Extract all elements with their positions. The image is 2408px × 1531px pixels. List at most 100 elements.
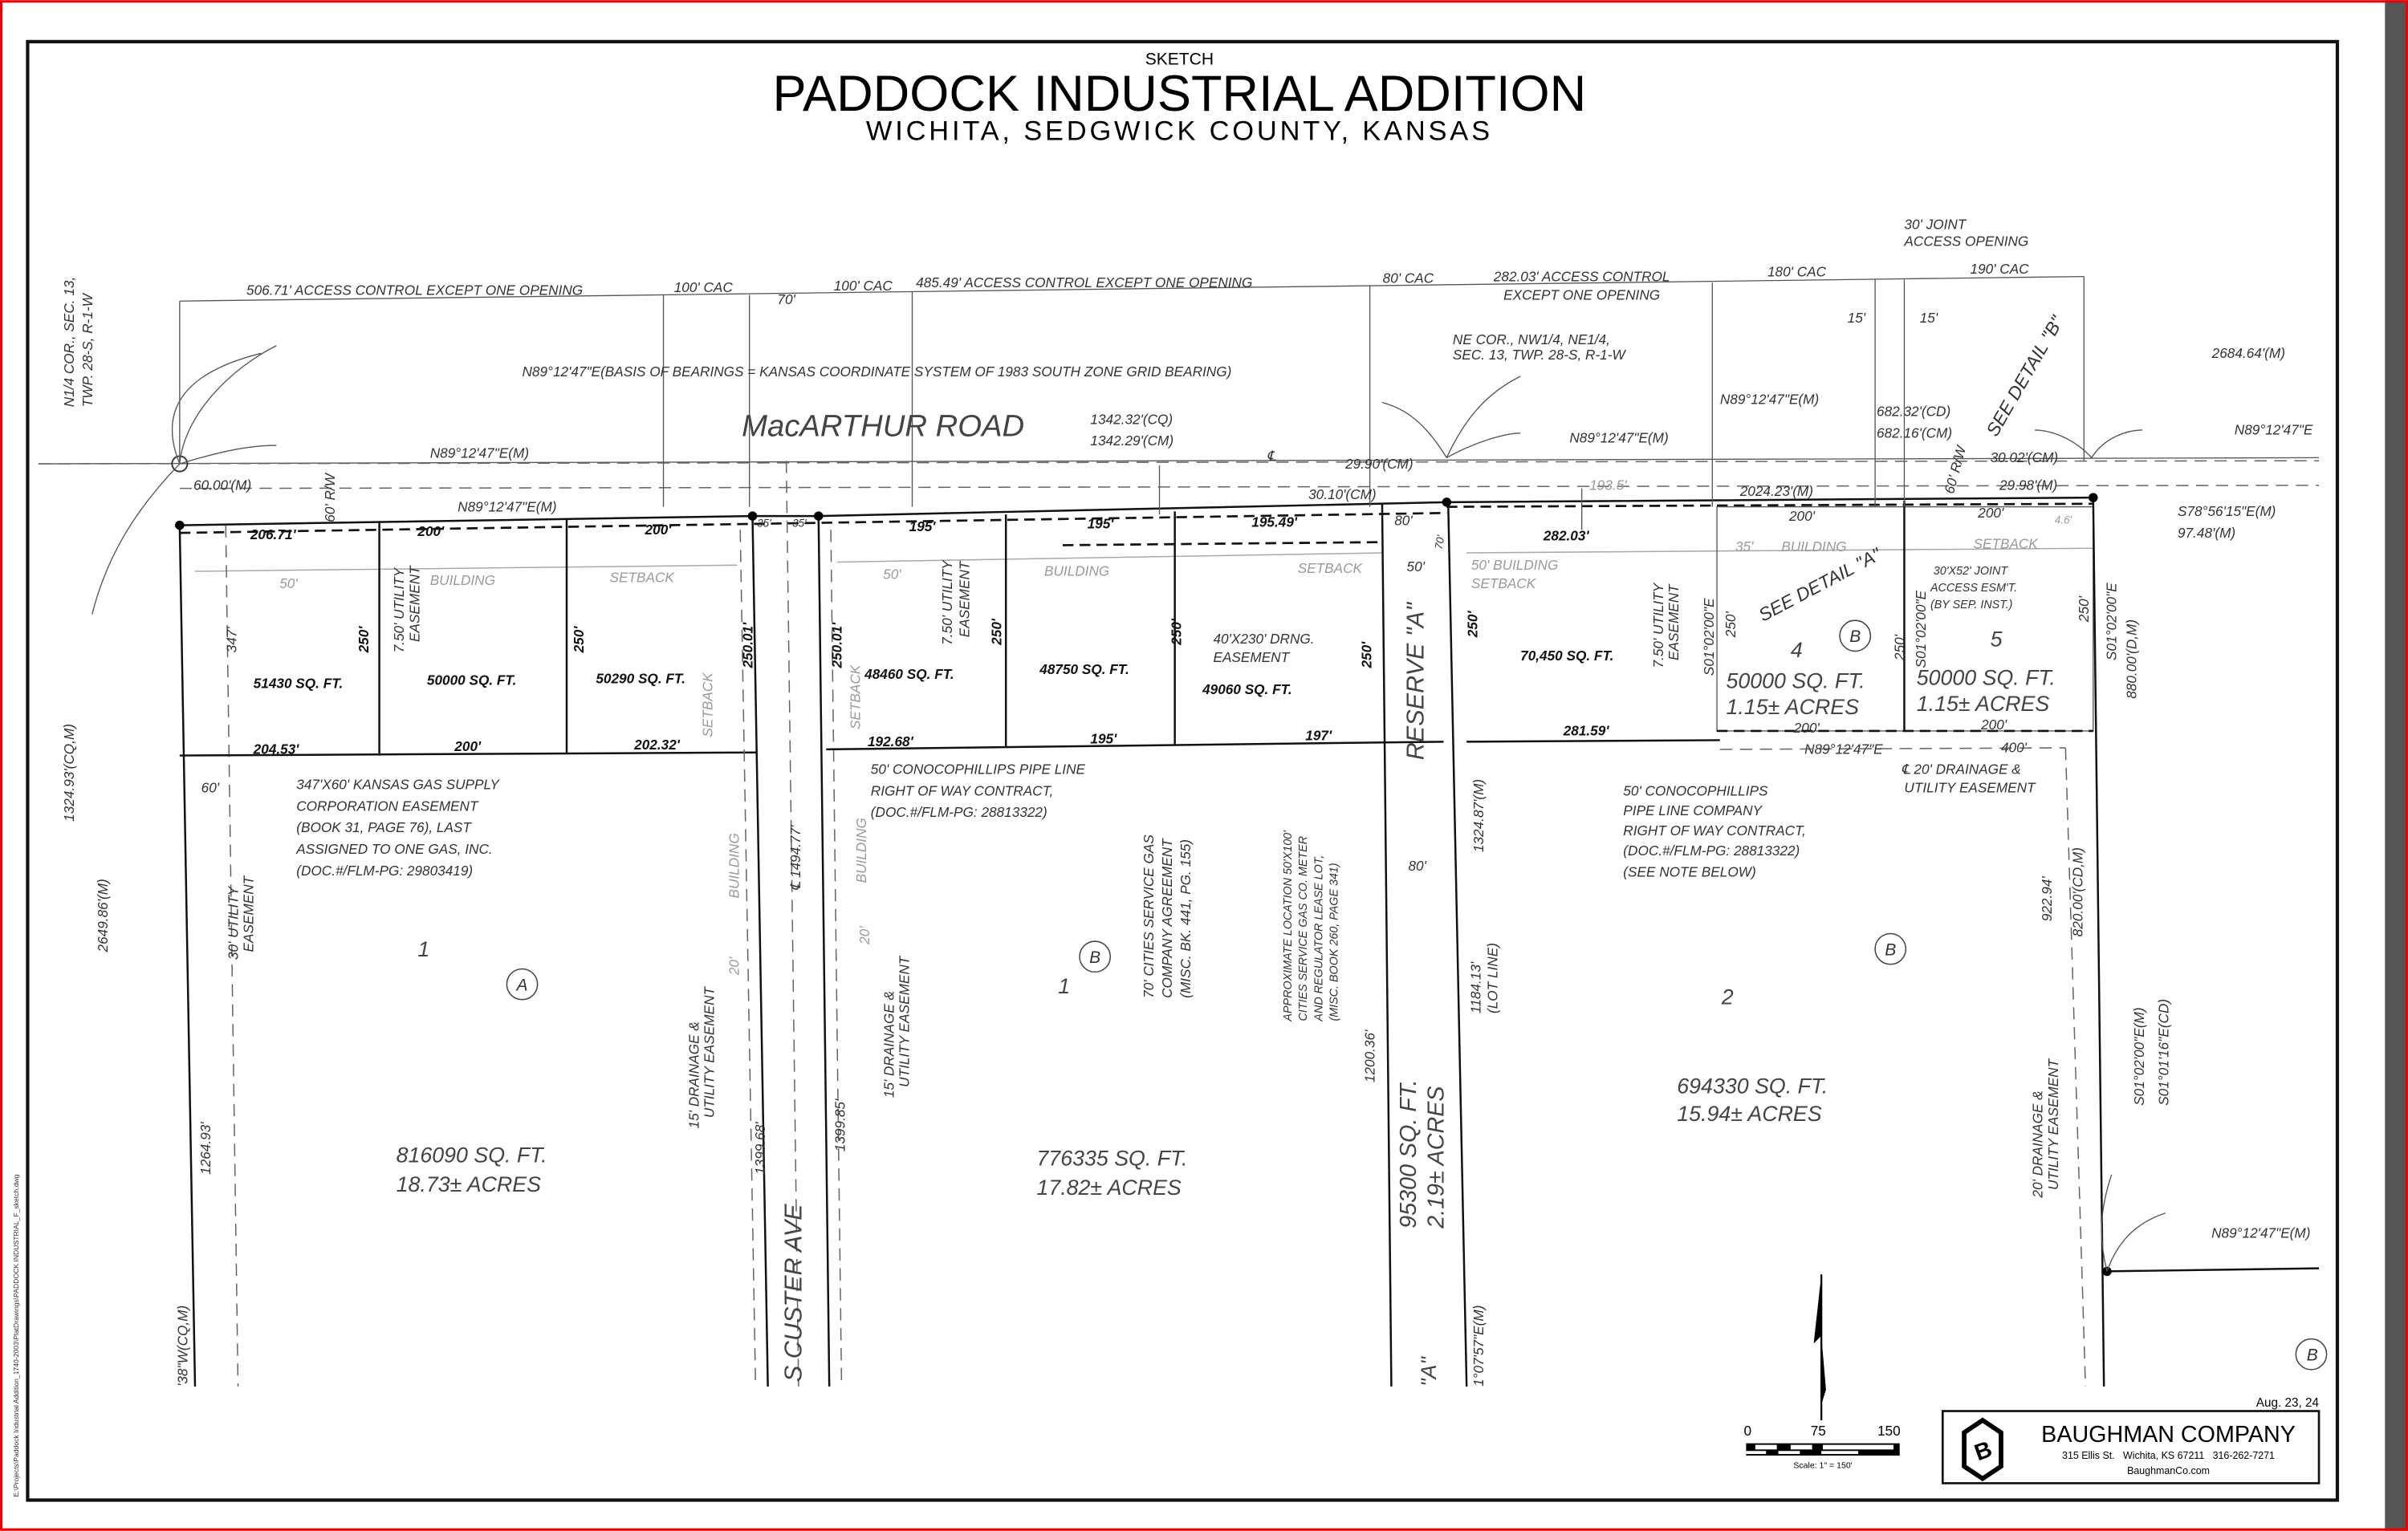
dim-label: 195.49'	[1251, 514, 1298, 530]
dim-label: 682.16'(CM)	[1877, 425, 1952, 441]
note-line: APPROXIMATE LOCATION 50'X100'	[1282, 830, 1295, 1022]
road-length: 1342.29'(CM)	[1090, 432, 1173, 449]
bearing-label: N89°12'47"E(M)	[2211, 1224, 2310, 1241]
bearing-label: N89°12'47"E	[1804, 741, 1883, 757]
setback-label: BUILDING	[726, 833, 742, 898]
basis-of-bearings: N89°12'47"E(BASIS OF BEARINGS = KANSAS C…	[523, 363, 1232, 380]
dim-label: 1184.13'	[1467, 961, 1483, 1013]
setback-label: SETBACK	[610, 569, 676, 585]
dim-label: 30' JOINT	[1904, 216, 1967, 232]
bearing-label: 1°07'57"E(M)	[1470, 1306, 1487, 1387]
block-letter: A	[515, 976, 527, 994]
lot-number: 5	[1991, 627, 2003, 652]
lot-number: 4	[1791, 638, 1803, 662]
dim-label: 200'	[1980, 717, 2007, 733]
scale-label: Scale: 1" = 150'	[1793, 1460, 1852, 1470]
dim-label: EXCEPT ONE OPENING	[1503, 286, 1660, 303]
dim-label: 682.32'(CD)	[1877, 404, 1950, 420]
dim-label: 202.32'	[633, 737, 681, 753]
dim-label: 281.59'	[1563, 723, 1610, 739]
setback-label: SETBACK	[1974, 535, 2040, 551]
dim-label: 195'	[909, 518, 937, 534]
easement-label: 7.50' UTILITY	[939, 559, 955, 645]
note-line: 347'X60' KANSAS GAS SUPPLY	[296, 777, 500, 793]
dim-label: 4.6'	[2055, 514, 2072, 526]
viewer-scrollbar[interactable]	[2385, 0, 2408, 1531]
reserve-area: 95300 SQ. FT.	[1396, 1079, 1422, 1228]
dim-label: 180' CAC	[1767, 264, 1827, 280]
bearing-label: N89°12'47"E(M)	[1720, 391, 1819, 407]
dim-label: 282.03' ACCESS CONTROL	[1493, 268, 1670, 284]
dim-label: 70'	[777, 291, 795, 307]
dim-label: 195'	[1090, 730, 1117, 746]
road-name: MacARTHUR ROAD	[742, 409, 1024, 444]
depth-label: 20'	[726, 956, 742, 976]
depth-label: 250'	[571, 626, 587, 654]
dim-label: 80' CAC	[1383, 270, 1434, 286]
easement-label: 15' DRAINAGE &	[686, 1021, 702, 1128]
bearing-label: N89°12'47"E(M)	[1569, 429, 1668, 445]
easement-label: UTILITY EASEMENT	[1904, 779, 2036, 795]
company-website[interactable]: BaughmanCo.com	[2127, 1465, 2210, 1476]
dim-label: 200'	[417, 523, 445, 539]
dim-label: (LOT LINE)	[1484, 943, 1500, 1013]
dim-label: 820.00'(CD,M)	[2069, 847, 2085, 936]
centerline-symbol: ℄	[1267, 448, 1276, 464]
note-line: (BOOK 31, PAGE 76), LAST	[296, 819, 472, 835]
depth-label: 250'	[1168, 618, 1184, 646]
depth-label: 20'	[856, 926, 872, 945]
dim-label: 15'	[1920, 310, 1938, 326]
company-name: BAUGHMAN COMPANY	[2041, 1422, 2296, 1448]
easement-label: ACCESS ESM'T.	[1930, 582, 2017, 595]
plot-date: Aug. 23, 24	[2256, 1396, 2320, 1410]
note-line: 50' CONOCOPHILLIPS PIPE LINE	[871, 761, 1086, 778]
dim-label: 80'	[1408, 858, 1426, 874]
dim-label: 2649.86'(M)	[95, 879, 111, 952]
setback-label: SETBACK	[1471, 575, 1537, 591]
dim-label: ACCESS OPENING	[1903, 233, 2028, 249]
setback-label: SETBACK	[847, 664, 863, 729]
easement-label: EASEMENT	[1666, 583, 1682, 660]
bearing-label: N89°12'47"E(M)	[458, 498, 556, 514]
lot-acres: 17.82± ACRES	[1036, 1176, 1181, 1200]
easement-label: ℄ 20' DRAINAGE &	[1902, 761, 2021, 778]
lot-area: 49060 SQ. FT.	[1202, 681, 1292, 697]
dim-label: 100' CAC	[834, 278, 893, 294]
scale-tick: 0	[1744, 1423, 1752, 1439]
easement-label: EASEMENT	[1213, 649, 1290, 665]
bearing-label: S01°02'00"E	[1701, 598, 1717, 676]
lot-area: 776335 SQ. FT.	[1036, 1146, 1187, 1170]
depth-label: 250'	[1891, 634, 1907, 661]
easement-label: UTILITY EASEMENT	[2045, 1058, 2061, 1190]
dim-label: 190' CAC	[1971, 261, 2030, 277]
note-line: ASSIGNED TO ONE GAS, INC.	[295, 841, 492, 857]
depth-label: 250'	[1723, 611, 1739, 639]
dim-label: 880.00'(D,M)	[2123, 619, 2139, 699]
bearing-label: S01°01'16"E(CD)	[2156, 999, 2172, 1106]
easement-label: 7.50' UTILITY	[391, 567, 407, 652]
bearing-label: '38"W(CQ,M)	[174, 1306, 190, 1387]
reserve-acres: 2.19± ACRES	[1423, 1086, 1449, 1229]
note-line: PIPE LINE COMPANY	[1623, 802, 1763, 818]
bearing-label: S78°56'15"E(M)	[2178, 503, 2276, 519]
easement-label: 7.50' UTILITY	[1650, 582, 1666, 668]
setback-label: 35'	[1735, 538, 1754, 554]
dim-label: 1324.93'(CQ,M)	[61, 724, 77, 822]
depth-label: 60'	[201, 779, 220, 795]
dim-label: 197'	[1305, 727, 1332, 743]
bearing-label: 97.48'(M)	[2178, 525, 2235, 541]
note-line: 50' CONOCOPHILLIPS	[1623, 782, 1768, 798]
depth-label: 250'	[1465, 611, 1481, 639]
page-title: PADDOCK INDUSTRIAL ADDITION	[773, 66, 1587, 122]
dim-label: 1324.87'(M)	[1470, 779, 1487, 852]
note-line: (SEE NOTE BELOW)	[1623, 864, 1755, 880]
setback-label: BUILDING	[1781, 538, 1846, 554]
depth-label: 50'	[1407, 558, 1426, 575]
dim-label: 922.94'	[2039, 876, 2055, 922]
dim-label: 2024.23'(M)	[1739, 483, 1813, 499]
block-letter: B	[1089, 948, 1100, 967]
corner-label: TWP. 28-S, R-1-W	[79, 292, 96, 407]
easement-label: 30' UTILITY	[226, 885, 242, 960]
lot-area: 48750 SQ. FT.	[1039, 661, 1129, 677]
dim-label: 80'	[1394, 513, 1413, 529]
